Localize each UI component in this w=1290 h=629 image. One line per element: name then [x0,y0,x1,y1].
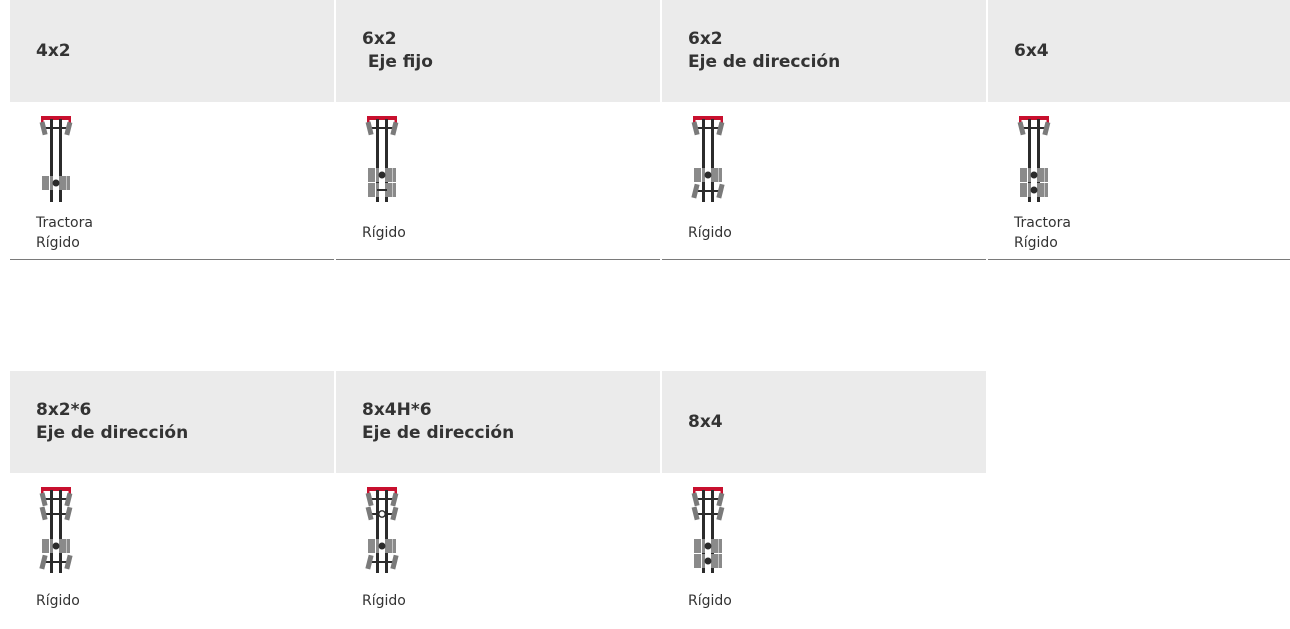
card-title: 8x4 [688,411,723,432]
card-description: Rígido [688,593,732,609]
card-title: 6x2 Eje fijo [362,29,433,72]
card-header: 8x4H*6 Eje de dirección [336,371,660,473]
truck-6x2-fixed-axle-diagram-icon [365,116,399,202]
card-header: 6x4 [988,0,1290,102]
truck-8x2-steer-axle-diagram-icon [39,487,73,573]
axle-card-8x4[interactable]: 8x4 Rígido [662,371,986,625]
card-title: 6x4 [1014,40,1049,61]
card-header: 8x4 [662,371,986,473]
axle-card-6x2-steer[interactable]: 6x2 Eje de dirección Rígido [662,0,986,260]
card-header: 6x2 Eje fijo [336,0,660,102]
card-title: 6x2 Eje de dirección [688,29,841,72]
axle-card-8x2-steer[interactable]: 8x2*6 Eje de dirección Rígido [10,371,334,625]
card-title: 8x4H*6 Eje de dirección [362,400,515,443]
card-header: 4x2 [10,0,334,102]
diagram-area [662,102,986,206]
card-description: Rígido [362,593,406,609]
card-description: Rígido [36,593,80,609]
card-description: Rígido [336,206,660,260]
diagram-area [10,473,334,577]
card-title: 8x2*6 Eje de dirección [36,400,189,443]
diagram-area [336,473,660,577]
truck-8x4-axle-diagram-icon [691,487,725,573]
diagram-area [336,102,660,206]
axle-card-6x2-fixed[interactable]: 6x2 Eje fijo Rígido [336,0,660,260]
axle-card-4x2[interactable]: 4x2 Tractora Rígido [10,0,334,260]
axle-card-6x4[interactable]: 6x4 Tractora Rígido [988,0,1290,260]
card-description: Tractora Rígido [988,206,1290,260]
diagram-area [988,102,1290,206]
diagram-area [662,473,986,577]
axle-card-8x4h-steer[interactable]: 8x4H*6 Eje de dirección Rígido [336,371,660,625]
truck-8x4h-steer-axle-diagram-icon [365,487,399,573]
card-title: 4x2 [36,40,71,61]
truck-6x2-steer-axle-diagram-icon [691,116,725,202]
card-header: 6x2 Eje de dirección [662,0,986,102]
truck-6x4-axle-diagram-icon [1017,116,1051,202]
diagram-area [10,102,334,206]
card-header: 8x2*6 Eje de dirección [10,371,334,473]
truck-4x2-axle-diagram-icon [39,116,73,202]
card-description: Rígido [662,206,986,260]
card-description: Tractora Rígido [10,206,334,260]
